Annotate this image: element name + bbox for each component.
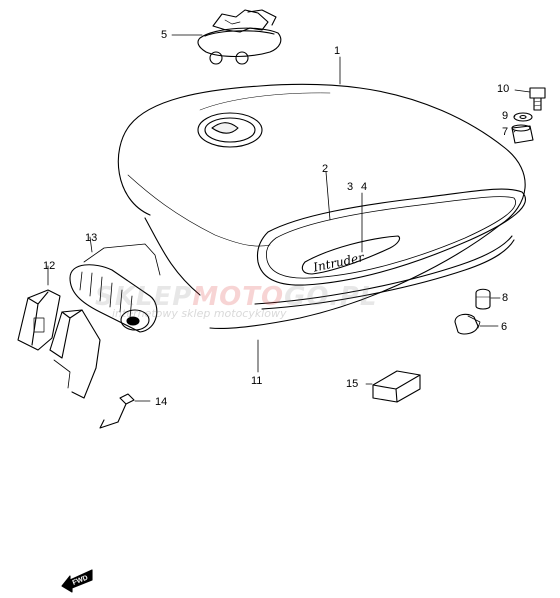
tank-cushion-block[interactable] xyxy=(372,370,421,403)
callout-1[interactable]: 1 xyxy=(334,45,341,57)
screw[interactable] xyxy=(99,393,135,429)
callout-8[interactable]: 8 xyxy=(502,292,509,304)
washer[interactable] xyxy=(513,112,533,122)
watermark-text-a: SKLEP xyxy=(95,282,193,312)
fwd-arrow-icon xyxy=(61,569,93,593)
fuel-cap[interactable] xyxy=(197,9,282,65)
watermark-text-b: MOTO xyxy=(192,282,285,312)
callout-6[interactable]: 6 xyxy=(501,321,508,333)
bolt[interactable] xyxy=(529,87,546,111)
watermark: SKLEPMOTOGO.PL xyxy=(95,282,377,312)
rubber-cushion[interactable] xyxy=(475,288,491,310)
cap-nut[interactable] xyxy=(454,313,481,335)
tank-emblem-text: Intruder xyxy=(311,250,366,275)
callout-14[interactable]: 14 xyxy=(155,396,168,408)
tank-emblem-panel[interactable] xyxy=(256,188,526,286)
callout-11[interactable]: 11 xyxy=(251,375,263,387)
callout-13[interactable]: 13 xyxy=(85,232,98,244)
callout-3[interactable]: 3 xyxy=(347,181,354,193)
fuel-tank[interactable] xyxy=(117,83,526,330)
callout-12[interactable]: 12 xyxy=(43,260,56,272)
tank-trim-molding[interactable] xyxy=(254,235,515,310)
front-cushion[interactable] xyxy=(69,243,161,333)
callout-9[interactable]: 9 xyxy=(502,110,509,122)
tank-bracket[interactable] xyxy=(17,289,101,399)
cushion[interactable] xyxy=(511,124,534,144)
callout-5[interactable]: 5 xyxy=(161,29,168,41)
callout-4[interactable]: 4 xyxy=(361,181,368,193)
callout-2[interactable]: 2 xyxy=(322,163,329,175)
leader-lines xyxy=(47,34,531,402)
watermark-subtitle: internetowy sklep motocyklowy xyxy=(112,307,287,320)
callout-7[interactable]: 7 xyxy=(502,126,509,138)
watermark-text-c: GO.PL xyxy=(284,282,378,312)
callout-10[interactable]: 10 xyxy=(497,83,510,95)
callout-15[interactable]: 15 xyxy=(346,378,359,390)
